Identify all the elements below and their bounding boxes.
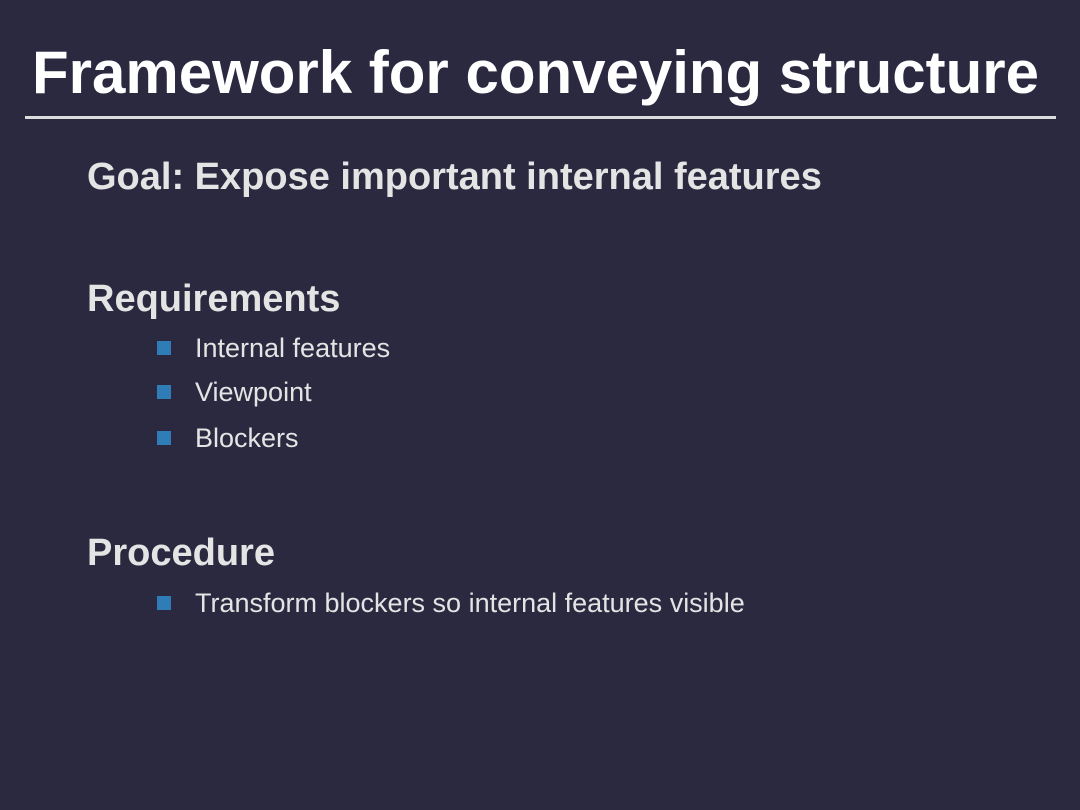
requirements-heading: Requirements xyxy=(87,278,341,320)
list-item: Internal features xyxy=(157,332,390,364)
title-divider xyxy=(25,116,1056,119)
slide-title: Framework for conveying structure xyxy=(32,39,1039,106)
square-bullet-icon xyxy=(157,341,171,355)
procedure-heading: Procedure xyxy=(87,532,275,574)
list-item-text: Viewpoint xyxy=(195,377,312,407)
square-bullet-icon xyxy=(157,596,171,610)
list-item: Blockers xyxy=(157,422,299,454)
goal-heading: Goal: Expose important internal features xyxy=(87,156,822,198)
list-item-text: Blockers xyxy=(195,423,299,453)
list-item-text: Internal features xyxy=(195,333,391,363)
list-item: Viewpoint xyxy=(157,376,312,408)
list-item-text: Transform blockers so internal features … xyxy=(195,588,745,618)
square-bullet-icon xyxy=(157,385,171,399)
list-item: Transform blockers so internal features … xyxy=(157,587,745,619)
square-bullet-icon xyxy=(157,431,171,445)
